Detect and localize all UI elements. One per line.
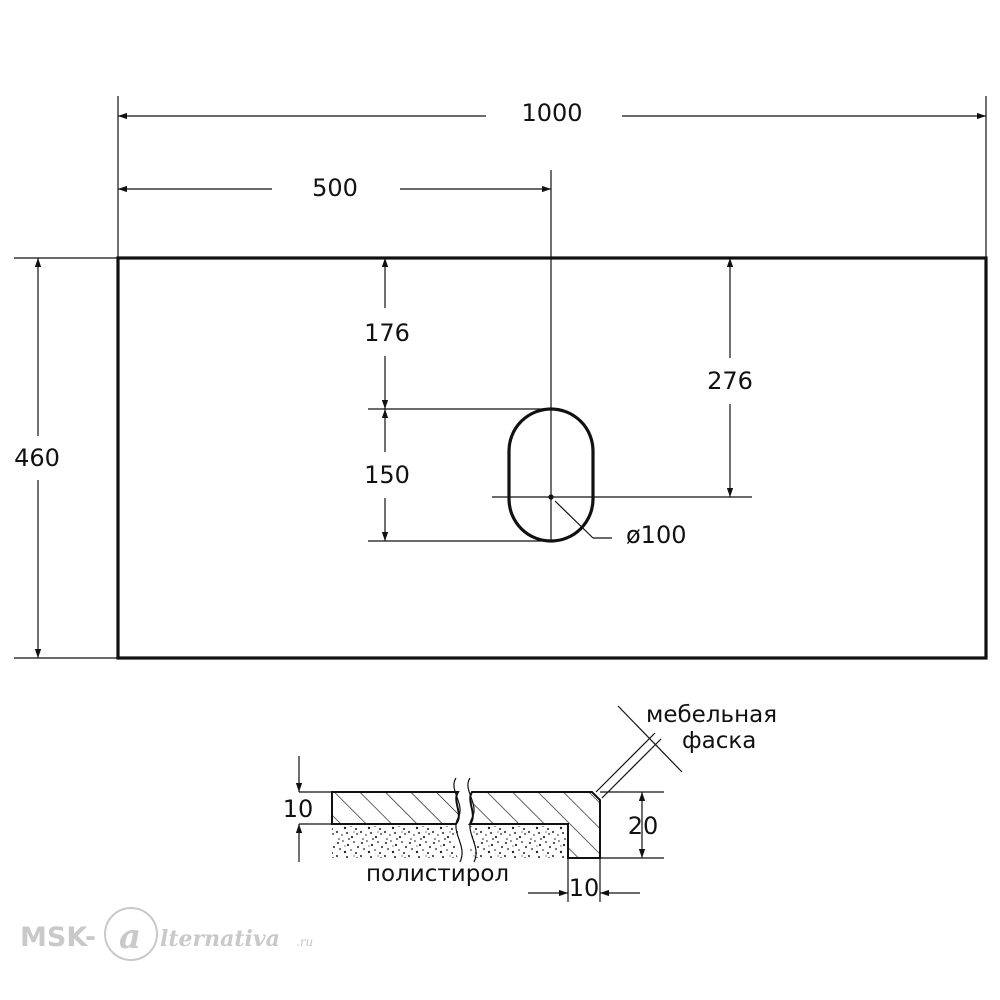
dim-edge-thickness: 10 [569,874,600,902]
chamfer-label-line2: фаска [682,728,756,754]
core-material-label: полистирол [366,861,509,887]
dim-edge-height: 20 [628,812,659,840]
watermark-a-circle [104,907,158,961]
dim-total-depth: 460 [14,444,60,472]
section-view: 10 20 10 мебельная фаска полистирол [283,702,777,902]
dim-hole-center-offset: 276 [707,367,753,395]
dim-hole-offset-x: 500 [312,174,358,202]
top-layer-right-with-edge [467,791,601,859]
countertop-outline [116,256,988,660]
watermark-part1: MSK- [20,922,96,953]
watermark-part3: .ru [296,935,313,949]
dim-total-width: 1000 [521,99,582,127]
top-layer-left [331,791,460,825]
polystyrene-core-left [332,826,458,858]
break-mark-right [467,777,477,863]
polystyrene-core-right [470,826,566,858]
watermark-logo: MSK- a lternativa .ru [20,907,313,961]
diameter-leader-diagonal [554,500,594,539]
watermark-part2: lternativa [160,926,280,952]
dim-hole-length: 150 [364,461,410,489]
break-mark-left [453,777,463,863]
dim-hole-top-offset: 176 [364,319,410,347]
dim-hole-diameter: ø100 [626,521,687,549]
top-view: 1000 500 460 176 150 276 ø100 [14,96,988,660]
chamfer-leader-2 [601,738,662,799]
chamfer-label-line1: мебельная [646,702,777,728]
chamfer-leader-1 [595,732,656,793]
watermark-a-letter: a [119,917,141,957]
chamfer-dimension-line [617,705,683,773]
dim-top-layer-thickness: 10 [283,795,314,823]
